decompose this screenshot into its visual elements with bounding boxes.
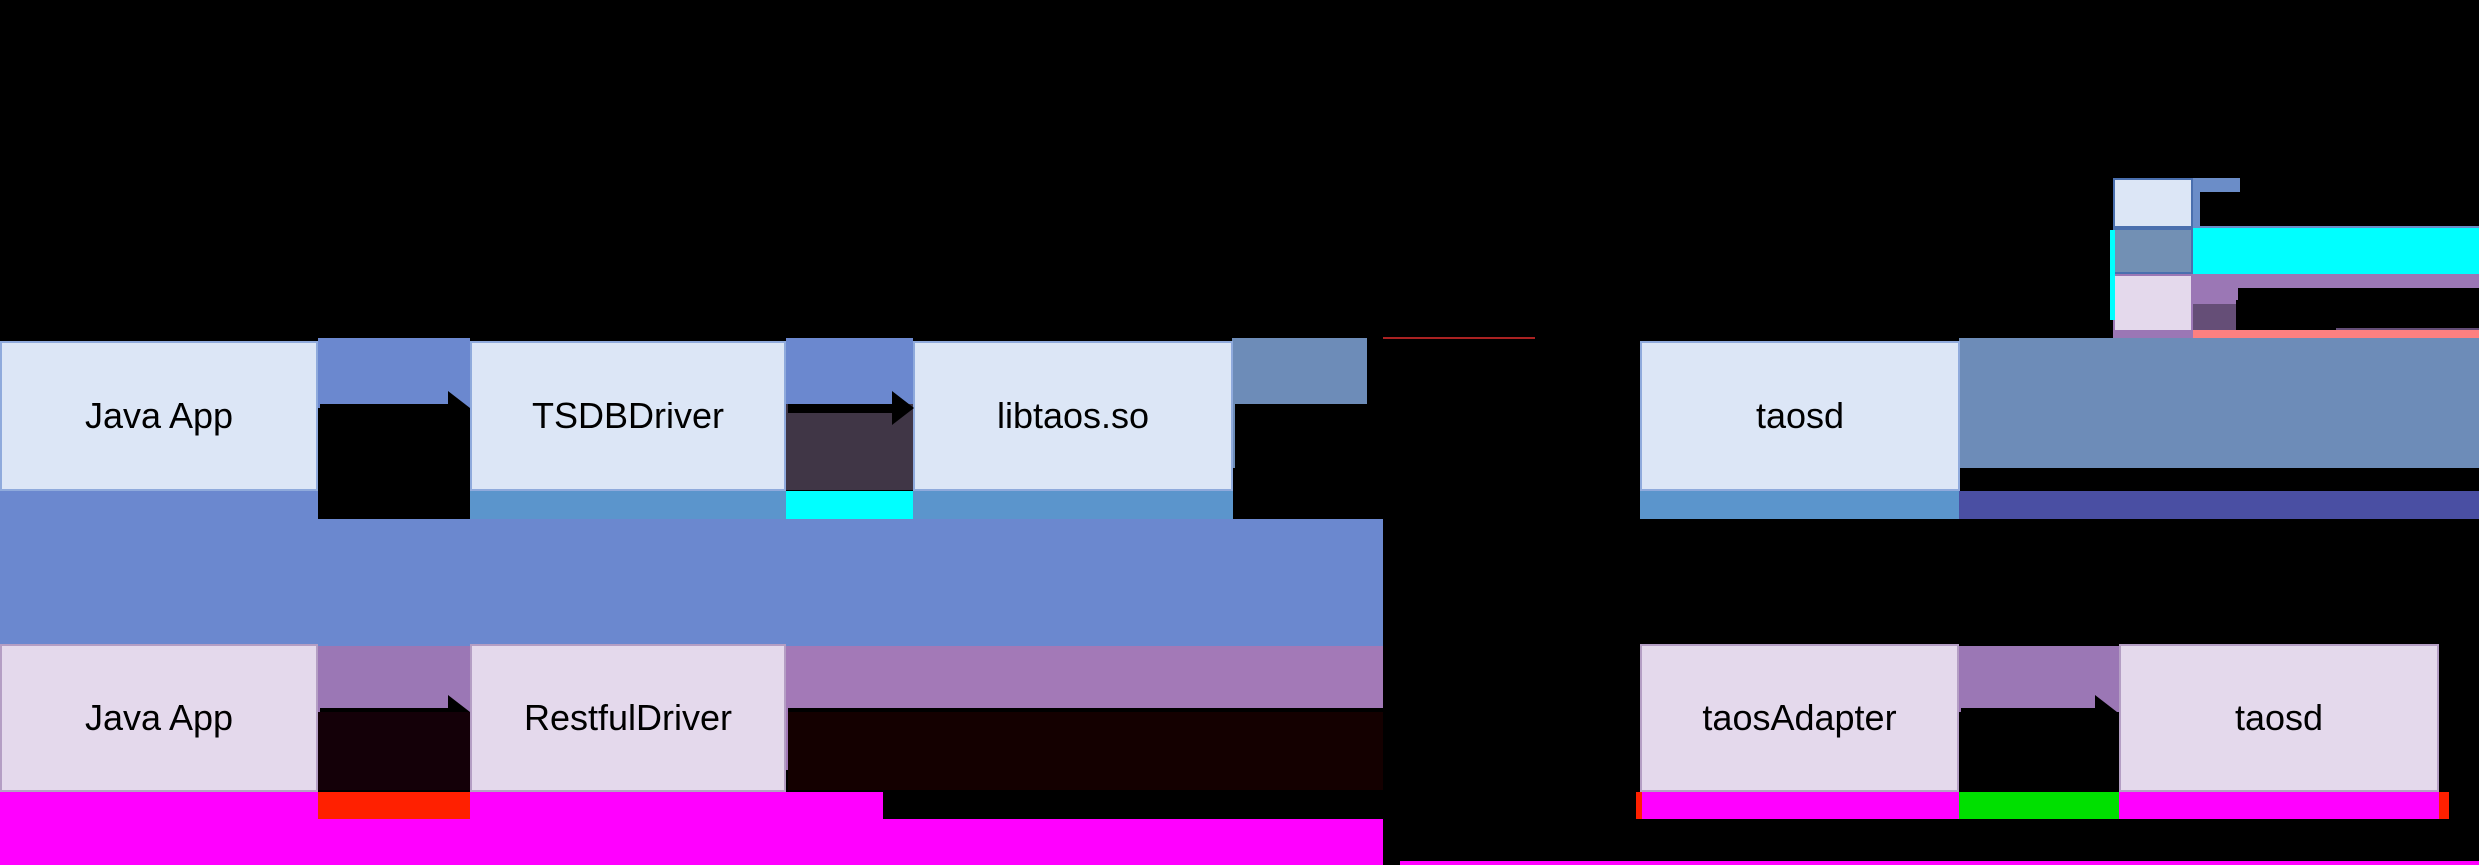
node-libtaos-so[interactable]: libtaos.so	[913, 341, 1233, 491]
node-taosd-rest[interactable]: taosd	[2119, 644, 2439, 792]
node-label: Java App	[84, 697, 234, 739]
row2-underline-magenta-c	[1640, 792, 1959, 819]
row1-underline-a	[0, 491, 318, 519]
row2-label-redaction-3	[1959, 712, 2119, 790]
node-taosadapter[interactable]: taosAdapter	[1640, 644, 1959, 792]
row2-underline-red	[318, 792, 470, 819]
row1-label-redaction-2	[1235, 406, 1639, 490]
node-label: libtaos.so	[996, 395, 1150, 437]
row1-red-rule	[1383, 337, 1535, 339]
row1-darkslate-block	[786, 404, 913, 490]
legend-label-redaction-1b	[2200, 192, 2260, 226]
node-label: taosd	[2234, 697, 2324, 739]
row2-underline-red-cap-left	[1636, 792, 1642, 819]
legend-swatch-1	[2113, 178, 2193, 228]
row2-underline-magenta-d	[2119, 792, 2439, 819]
row2-label-redaction-2	[788, 712, 1383, 790]
node-restfuldriver[interactable]: RestfulDriver	[470, 644, 786, 792]
row2-label-redaction-1	[318, 712, 470, 790]
legend-label-redaction-3b	[2236, 300, 2336, 330]
bottom-magenta-block	[0, 819, 1383, 865]
row1-underline-taosd	[1640, 491, 1960, 519]
node-taosd-native[interactable]: taosd	[1640, 341, 1960, 491]
node-label: RestfulDriver	[523, 697, 733, 739]
row2-underline-green	[1959, 792, 2119, 819]
legend-label-redaction-1	[2240, 178, 2479, 226]
row1-label-redaction-1	[318, 408, 470, 490]
row1-underline-indigo	[1959, 491, 2479, 519]
legend-swatch-2	[2113, 228, 2193, 274]
node-label: taosd	[1755, 395, 1845, 437]
row1-band-slate-c	[1959, 338, 2144, 468]
node-java-app-rest[interactable]: Java App	[0, 644, 318, 792]
row1-underline-cyan	[786, 491, 913, 519]
node-label: Java App	[84, 395, 234, 437]
row2-underline-red-cap	[2439, 792, 2449, 819]
node-tsdbdriver[interactable]: TSDBDriver	[470, 341, 786, 491]
legend-bar-2	[2175, 228, 2479, 274]
legend-cyan-tick	[2110, 230, 2115, 320]
row1-underline-c	[913, 491, 1233, 519]
row1-label-redaction-3	[1367, 338, 1639, 406]
arrow-head-tsdbdriver-to-libtaos	[892, 391, 914, 425]
row2-underline-magenta-b	[470, 792, 883, 819]
node-label: TSDBDriver	[531, 395, 724, 437]
node-label: taosAdapter	[1702, 697, 1897, 739]
node-java-app-native[interactable]: Java App	[0, 341, 318, 491]
legend-swatch-3	[2113, 274, 2193, 332]
row2-label-redaction-4	[1383, 646, 1640, 792]
row2-underline-magenta-a	[0, 792, 318, 819]
arrow-tsdbdriver-to-libtaos	[788, 404, 894, 413]
row1-underline-b	[470, 491, 786, 519]
middle-band-periwinkle-right	[1300, 519, 1383, 646]
bottom-magenta-line	[1400, 861, 2479, 865]
middle-band-periwinkle	[0, 519, 1383, 646]
